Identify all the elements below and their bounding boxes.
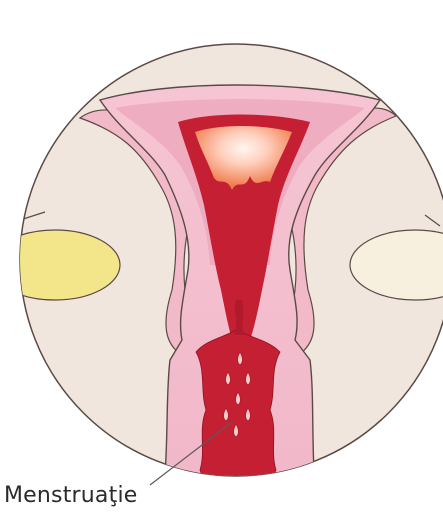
diagram-label: Menstruaţie xyxy=(4,483,138,508)
left-ovary xyxy=(0,230,120,300)
